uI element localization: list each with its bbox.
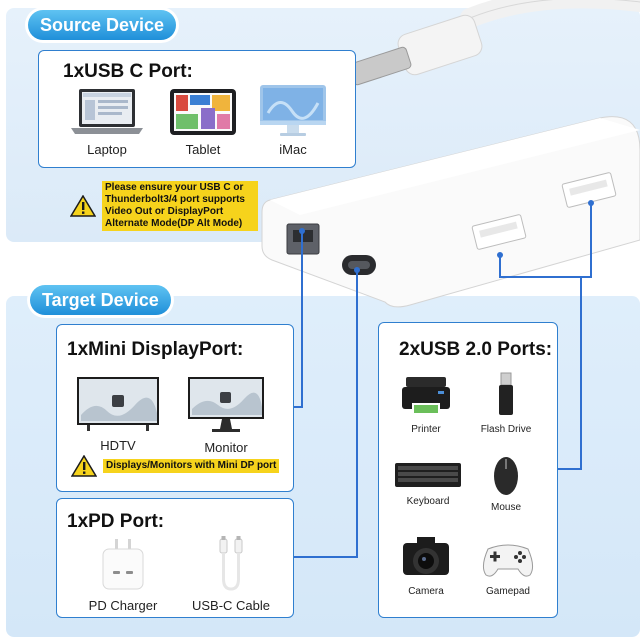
mini-displayport-title: 1xMini DisplayPort:: [67, 339, 244, 360]
pd-port-title: 1xPD Port:: [67, 511, 165, 532]
flash-drive-item: Flash Drive: [471, 371, 541, 435]
usb-c-cable-item: USB-C Cable: [183, 535, 279, 613]
wire: [590, 204, 592, 278]
charger-icon: [102, 539, 144, 590]
hdtv-label: HDTV: [100, 438, 136, 453]
keyboard-item: Keyboard: [391, 457, 465, 507]
mini-dp-warning: Displays/Monitors with Mini DP port: [71, 455, 280, 477]
monitor-icon: [188, 377, 264, 432]
imac-icon: [260, 85, 326, 136]
wire-dot: [299, 228, 305, 234]
warning-icon: [70, 195, 96, 217]
tablet-label: Tablet: [185, 142, 221, 157]
usb-c-port-title: 1xUSB C Port:: [63, 61, 193, 82]
printer-item: Printer: [393, 371, 459, 435]
mini-dp-warning-text: Displays/Monitors with Mini DP port: [103, 459, 280, 473]
printer-label: Printer: [411, 424, 441, 435]
flash-drive-label: Flash Drive: [480, 424, 532, 435]
wire: [554, 468, 582, 470]
wire-dot: [588, 200, 594, 206]
mouse-label: Mouse: [490, 502, 521, 513]
laptop-label: Laptop: [87, 142, 127, 157]
gamepad-icon: [482, 544, 534, 577]
hdtv-icon: [77, 377, 159, 431]
source-warning: Please ensure your USB C or Thunderbolt3…: [70, 181, 290, 231]
mouse-item: Mouse: [475, 453, 537, 513]
monitor-item: Monitor: [183, 375, 269, 455]
tablet-icon: [170, 89, 236, 135]
source-device-heading: Source Device: [28, 10, 177, 40]
wire: [292, 556, 358, 558]
pd-charger-label: PD Charger: [88, 598, 158, 613]
wire: [301, 232, 303, 408]
mini-displayport-card: 1xMini DisplayPort: HDTV Monitor Displ: [56, 324, 294, 492]
keyboard-label: Keyboard: [406, 496, 450, 507]
wire-dot: [354, 267, 360, 273]
imac-label: iMac: [279, 142, 307, 157]
warning-icon: [71, 455, 97, 477]
usb-c-cable-icon: [219, 536, 243, 591]
laptop-icon: [71, 89, 143, 134]
flash-drive-icon: [499, 372, 513, 415]
pd-port-card: 1xPD Port: PD Charger USB-C Cable: [56, 498, 294, 618]
monitor-label: Monitor: [204, 440, 248, 455]
wire: [292, 406, 303, 408]
camera-icon: [403, 537, 449, 575]
gamepad-label: Gamepad: [486, 586, 530, 597]
usb2-ports-card: 2xUSB 2.0 Ports: Printer Flash Drive Key…: [378, 322, 558, 618]
mouse-icon: [494, 457, 518, 495]
wire: [499, 276, 592, 278]
wire: [580, 278, 582, 470]
hdtv-item: HDTV: [73, 375, 163, 453]
imac-item: iMac: [253, 83, 333, 157]
usb-c-port-card: 1xUSB C Port: Laptop Tablet: [38, 50, 356, 168]
tablet-item: Tablet: [163, 87, 243, 157]
wire-dot: [497, 252, 503, 258]
keyboard-icon: [395, 463, 461, 487]
usb-c-cable-label: USB-C Cable: [191, 598, 271, 613]
laptop-item: Laptop: [65, 87, 149, 157]
camera-item: Camera: [393, 533, 459, 597]
wire: [499, 256, 501, 278]
wire: [356, 271, 358, 558]
pd-charger-item: PD Charger: [75, 537, 171, 613]
usb2-ports-title: 2xUSB 2.0 Ports:: [399, 339, 553, 360]
camera-label: Camera: [408, 586, 444, 597]
gamepad-item: Gamepad: [473, 537, 543, 597]
printer-icon: [402, 377, 450, 415]
source-warning-text: Please ensure your USB C or Thunderbolt3…: [102, 181, 258, 231]
target-device-heading: Target Device: [30, 285, 171, 315]
